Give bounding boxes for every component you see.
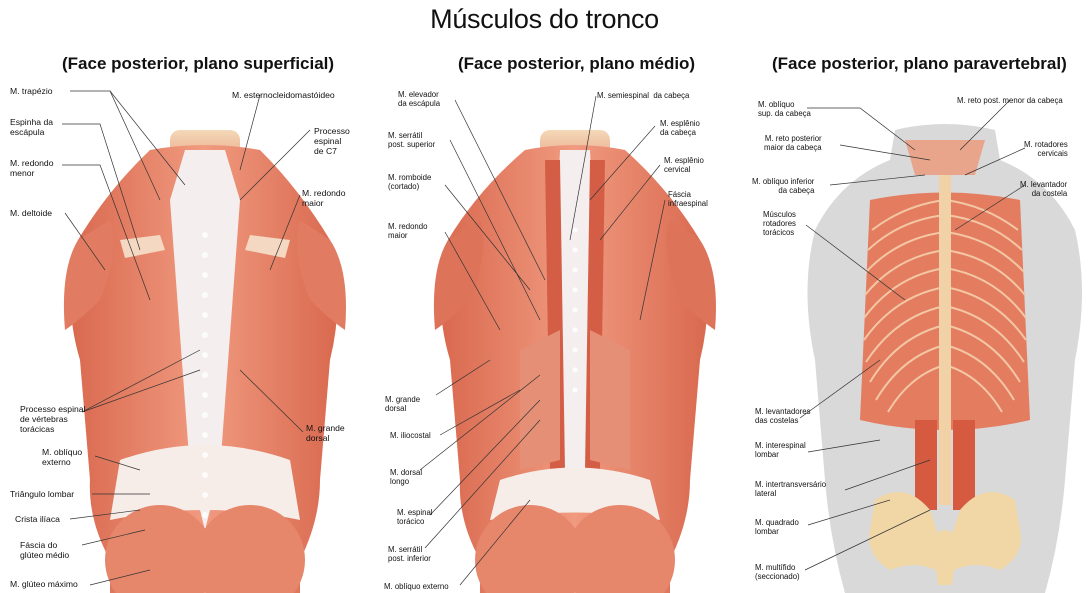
label-reto-post-maior: M. reto posterior maior da cabeça — [764, 134, 822, 152]
label-fascia-infraespinal: Fáscia infraespinal — [668, 190, 708, 208]
label-fascia-gluteo: Fáscia do glúteo médio — [20, 540, 69, 560]
label-rotadores-toracicos: Músculos rotadores torácicos — [763, 210, 796, 237]
label-obliquo-externo-2: M. oblíquo externo — [384, 582, 449, 591]
label-redondo-maior-1: M. redondo maior — [302, 188, 345, 208]
label-espinha-escapula: Espinha da escápula — [10, 117, 53, 137]
label-dorsal-longo: M. dorsal longo — [390, 468, 422, 486]
label-redondo-menor: M. redondo menor — [10, 158, 53, 178]
label-serratil-inferior: M. serrátil post. inferior — [388, 545, 431, 563]
label-esplenio-cervical: M. esplênio cervical — [664, 156, 704, 174]
label-multifido: M. multífido (seccionado) — [755, 563, 800, 581]
label-processo-toracicas: Processo espinal de vértebras torácicas — [20, 404, 85, 434]
label-semiespinal-cabeca: M. semiespinal da cabeça — [597, 91, 689, 100]
label-redondo-maior-2: M. redondo maior — [388, 222, 427, 240]
label-rotadores-cervicais: M. rotadores cervicais — [1024, 140, 1068, 158]
label-crista-iliaca: Crista ilíaca — [15, 514, 60, 524]
label-processo-c7: Processo espinal de C7 — [314, 126, 350, 156]
label-grande-dorsal-2: M. grande dorsal — [385, 395, 420, 413]
label-serratil-superior: M. serrátil post. superior — [388, 131, 435, 149]
label-obliquo-sup: M. oblíquo sup. da cabeça — [758, 100, 811, 118]
label-esplenio-cabeca: M. esplênio da cabeça — [660, 119, 700, 137]
label-romboide: M. romboide (cortado) — [388, 173, 431, 191]
label-gluteo-maximo: M. glúteo máximo — [10, 579, 78, 589]
label-obliquo-externo-1: M. oblíquo externo — [42, 447, 82, 467]
label-esternocleido: M. esternocleidomastóideo — [232, 90, 335, 100]
label-elevador-escapula: M. elevador da escápula — [398, 90, 440, 108]
label-iliocostal: M. iliocostal — [390, 431, 431, 440]
label-grande-dorsal-1: M. grande dorsal — [306, 423, 345, 443]
label-quadrado-lombar: M. quadrado lombar — [755, 518, 799, 536]
label-reto-post-menor: M. reto post. menor da cabeça — [957, 96, 1063, 105]
label-espinal-toracico: M. espinal torácico — [397, 508, 433, 526]
label-trapezio: M. trapézio — [10, 86, 53, 96]
label-obliquo-inf: M. oblíquo inferior da cabeça — [752, 177, 814, 195]
label-triangulo-lombar: Triângulo lombar — [10, 489, 74, 499]
label-levantador-costela: M. levantador da costela — [1020, 180, 1067, 198]
label-levantadores-costelas: M. levantadores das costelas — [755, 407, 810, 425]
label-deltoide: M. deltoide — [10, 208, 52, 218]
label-interespinal-lombar: M. interespinal lombar — [755, 441, 806, 459]
label-intertransversario: M. intertransversário lateral — [755, 480, 826, 498]
